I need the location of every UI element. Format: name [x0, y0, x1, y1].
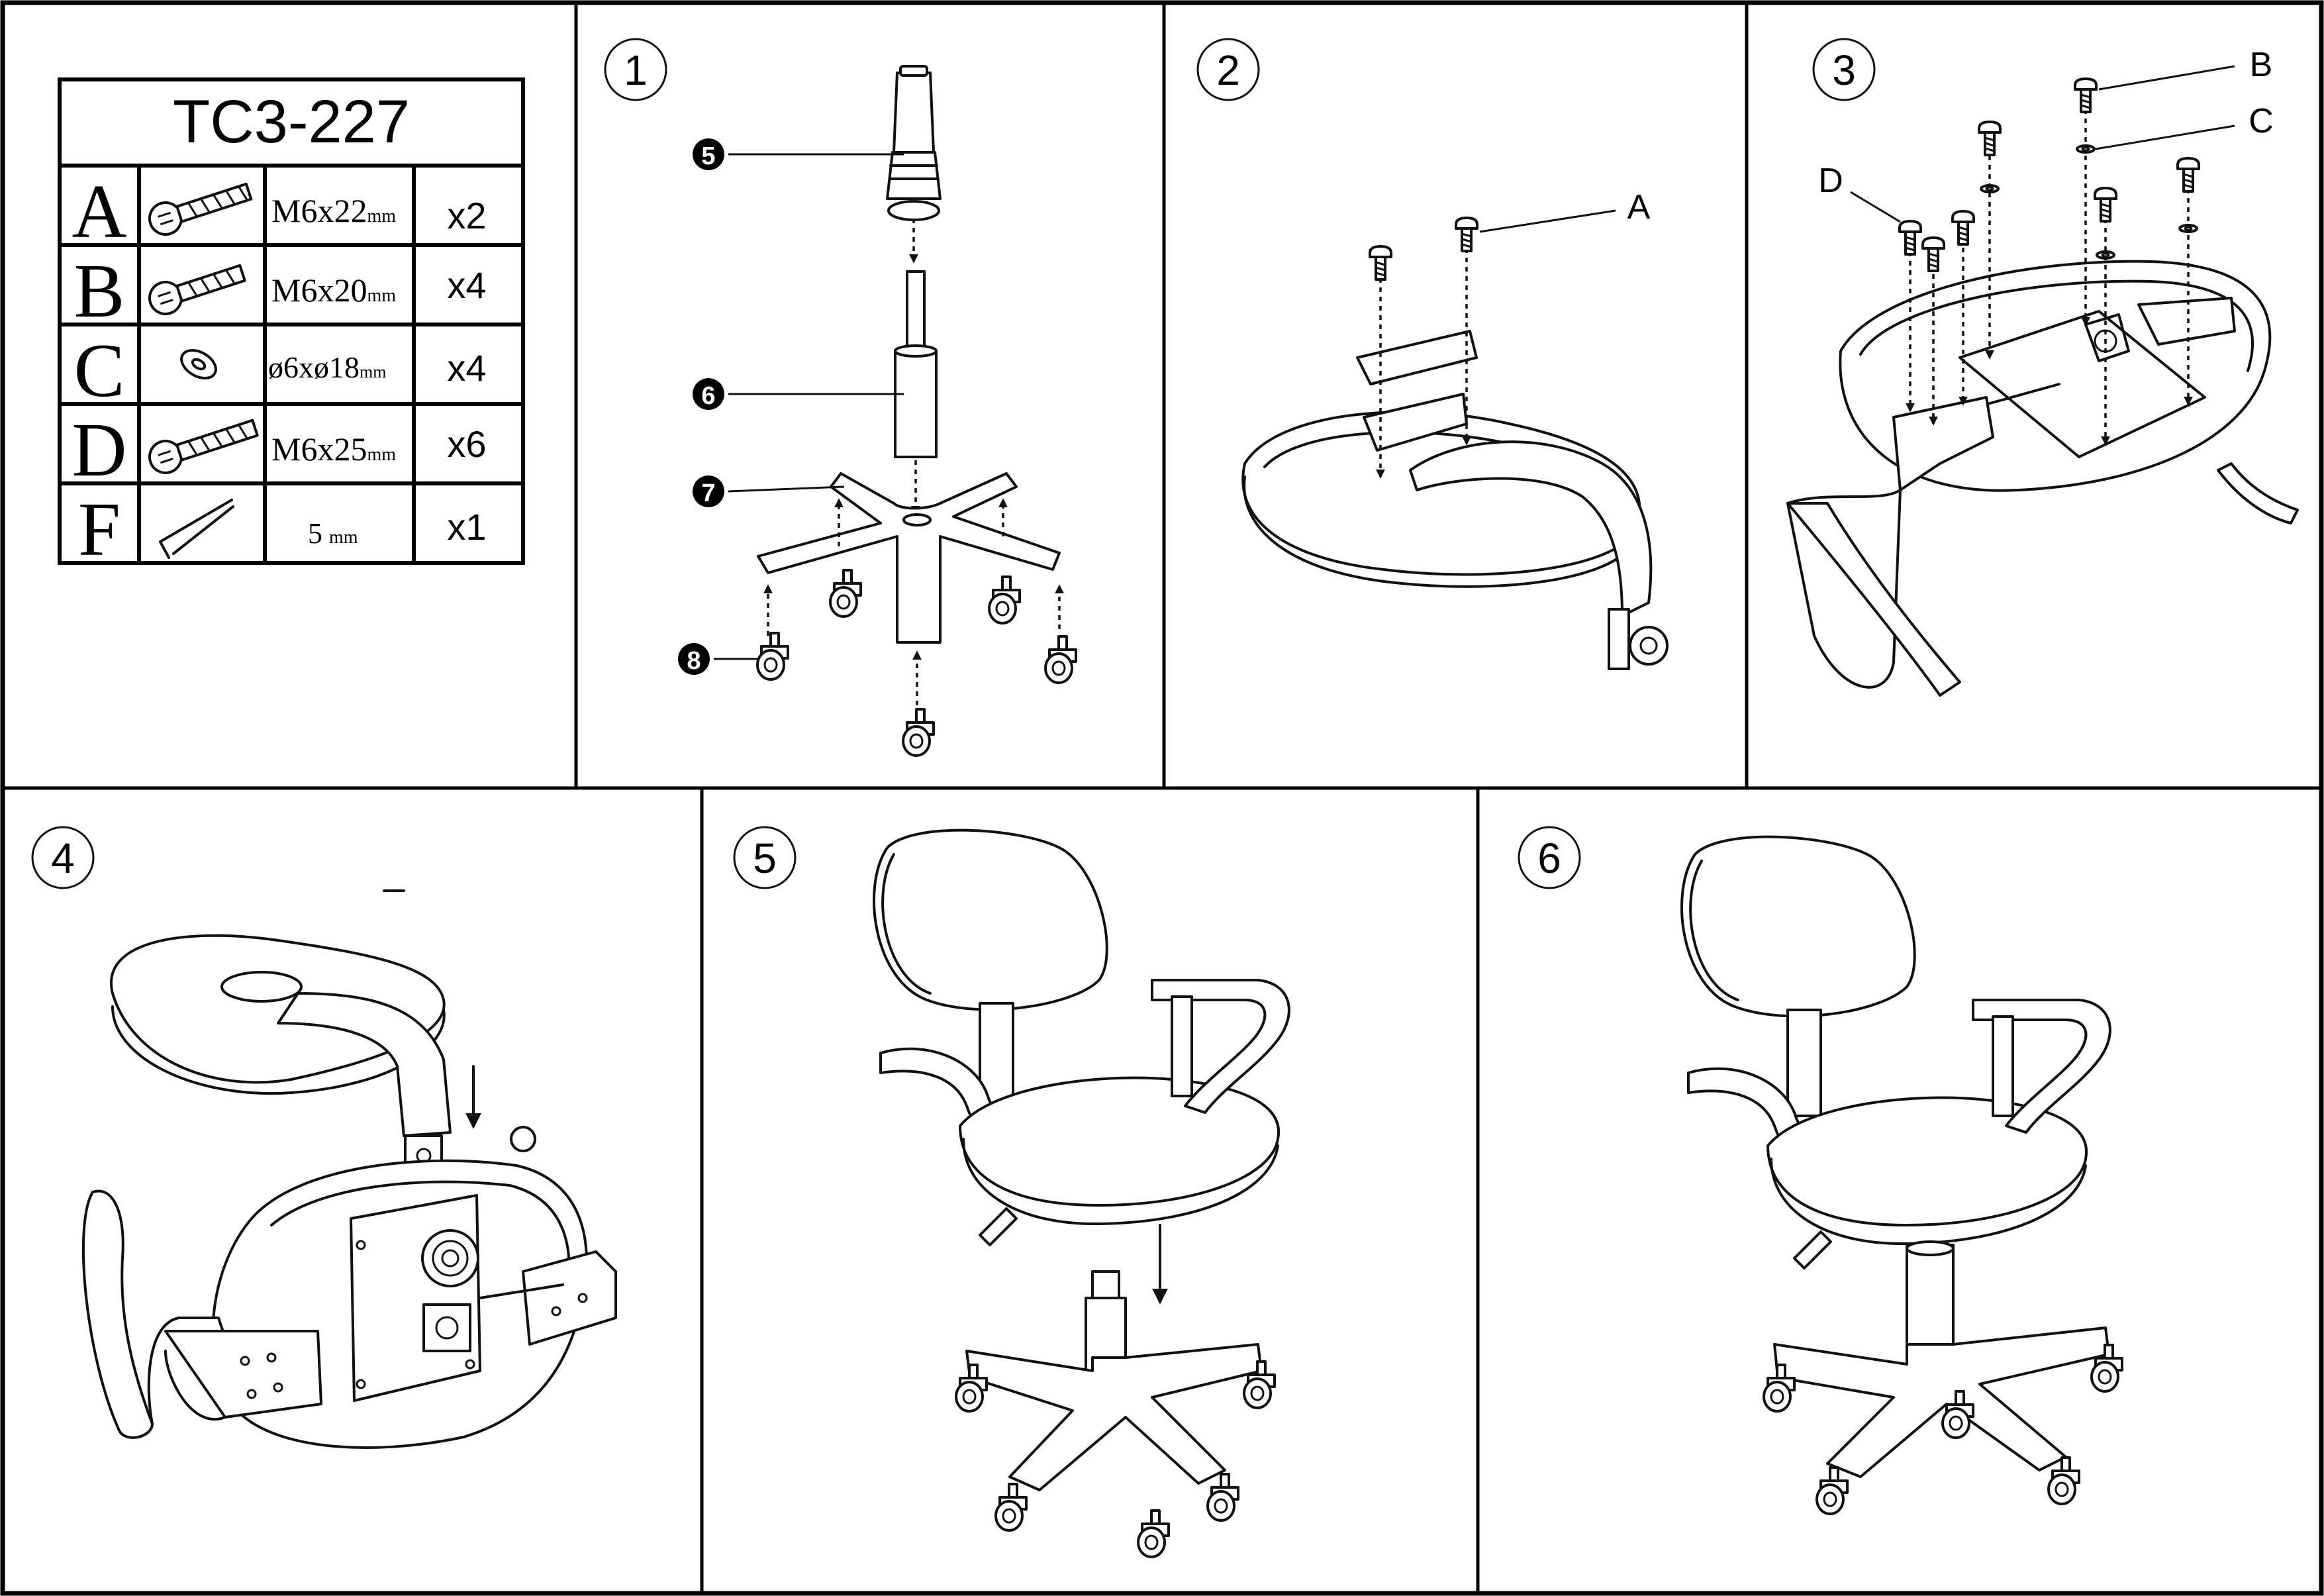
svg-text:3: 3 [1832, 46, 1856, 94]
svg-text:5: 5 [753, 834, 777, 882]
part-qty-f: x1 [447, 506, 486, 548]
part-letter-c: C [74, 328, 125, 413]
step-2-number: 2 [1196, 38, 1260, 101]
bolt-icon [1978, 121, 2002, 156]
bolt-icon [2094, 187, 2117, 223]
svg-text:8: 8 [687, 647, 701, 675]
svg-text:D: D [1818, 162, 1843, 200]
washer-icon [2096, 250, 2115, 260]
part-size-a: M6x22 [271, 192, 367, 229]
caster-icon [1044, 635, 1077, 684]
step-5-number: 5 [733, 826, 797, 889]
step-6-number: 6 [1518, 826, 1581, 889]
step-3-number: 3 [1812, 38, 1876, 101]
part-size-b: M6x20 [271, 272, 367, 309]
callout-8: 8 [678, 643, 758, 675]
part-unit-b: mm [367, 285, 396, 306]
part-letter-f: F [78, 487, 121, 572]
svg-text:A: A [1627, 188, 1651, 226]
svg-text:6: 6 [1537, 834, 1561, 882]
svg-text:7: 7 [701, 479, 715, 507]
svg-text:2: 2 [1216, 46, 1240, 94]
part-unit-c: mm [360, 362, 386, 381]
caster-icon [988, 575, 1021, 624]
washer-icon [1980, 184, 2000, 193]
bolt-icon [1898, 220, 1922, 256]
step-5-panel: 5 [733, 826, 1290, 1558]
part-qty-d: x6 [447, 423, 486, 465]
caster-icon [756, 632, 789, 681]
parts-table: TC3-227 A M6x22mm x2 B M6x20mm x4 C ø6xø… [58, 77, 525, 572]
washer-icon [180, 349, 217, 379]
part-letter-d: D [72, 408, 126, 492]
hex-key-icon [159, 499, 234, 559]
assembled-chair [1680, 835, 2123, 1515]
svg-text:M6x22mm: M6x22mm [271, 192, 396, 229]
bolt-icon [2176, 157, 2200, 193]
bolt-icon [148, 419, 259, 474]
part-size-d: M6x25 [271, 430, 367, 468]
caster-icon [902, 708, 935, 757]
bolt-icon [1951, 210, 1975, 246]
svg-text:5mm: 5 mm [308, 517, 358, 550]
part-unit-f: mm [329, 527, 358, 548]
callout-a: A [1479, 188, 1651, 233]
part-qty-a: x2 [447, 195, 486, 236]
part-unit-a: mm [367, 206, 396, 226]
step-3-panel: 3 [1786, 38, 2299, 697]
part-size-c: ø6xø18 [268, 350, 360, 384]
step-4-panel: 4 [31, 826, 617, 1449]
step-4-number: 4 [31, 826, 95, 889]
callout-7: 7 [693, 475, 845, 507]
callout-5: 5 [693, 138, 904, 170]
part-unit-d: mm [367, 444, 396, 465]
callout-6: 6 [693, 378, 904, 410]
step-2-panel: 2 A [1196, 38, 1669, 670]
washer-icon [2076, 144, 2096, 154]
callout-b: B [2098, 46, 2273, 91]
bolt-icon [1455, 217, 1478, 252]
part-qty-b: x4 [447, 264, 486, 306]
callout-c: C [2095, 102, 2274, 150]
bolt-icon [148, 264, 246, 315]
svg-text:C: C [2249, 102, 2274, 140]
washer-icon [2178, 224, 2198, 233]
part-qty-c: x4 [447, 347, 486, 389]
svg-text:B: B [2250, 46, 2273, 84]
step-1-number: 1 [604, 38, 667, 101]
bolt-icon [148, 182, 253, 236]
svg-text:4: 4 [51, 834, 75, 882]
svg-text:ø6xø18mm: ø6xø18mm [268, 350, 386, 384]
part-size-f: 5 [308, 517, 322, 550]
step-6-panel: 6 [1518, 826, 2123, 1515]
part-letter-a: A [72, 170, 126, 254]
svg-text:1: 1 [624, 46, 648, 94]
model-number: TC3-227 [173, 88, 410, 156]
bolt-icon [2074, 77, 2098, 113]
bolt-icon [1369, 245, 1392, 281]
svg-text:6: 6 [701, 382, 715, 410]
callout-d: D [1818, 162, 1901, 223]
svg-text:5: 5 [701, 142, 715, 170]
step-1-panel: 1 5 6 [604, 38, 1077, 757]
bolt-icon [1921, 236, 1945, 272]
svg-text:M6x25mm: M6x25mm [271, 430, 396, 468]
part-letter-b: B [74, 249, 125, 333]
svg-text:M6x20mm: M6x20mm [271, 272, 396, 309]
caster-icon [829, 569, 862, 618]
